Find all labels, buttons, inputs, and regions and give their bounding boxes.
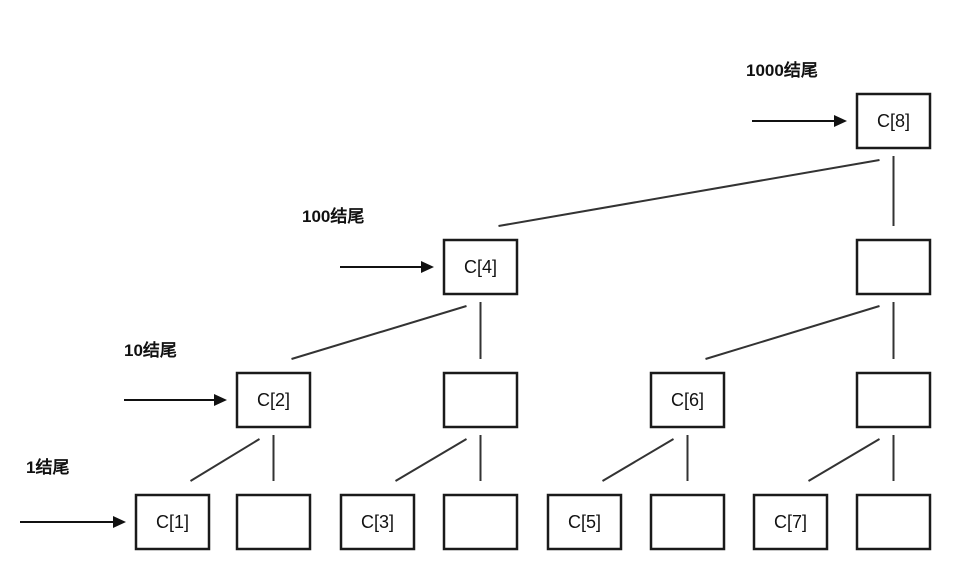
node-c7: C[7] (752, 493, 829, 551)
node-c6: C[6] (649, 371, 726, 429)
node-box (855, 92, 932, 150)
node-box (235, 493, 312, 551)
edges-layer (189, 156, 895, 482)
arrow-head-icon (214, 394, 227, 406)
node-label: C[3] (361, 512, 394, 532)
node-box (546, 493, 623, 551)
tree-edge-r1b-c3 (394, 438, 468, 482)
tree-edge-r1d-c7 (807, 438, 881, 482)
arrow-head-icon (113, 516, 126, 528)
node-label: C[8] (877, 111, 910, 131)
node-box (752, 493, 829, 551)
node-box (649, 493, 726, 551)
node-c2: C[2] (235, 371, 312, 429)
node-box (855, 371, 932, 429)
node-label: C[6] (671, 390, 704, 410)
node-empty-r1b (442, 371, 519, 429)
node-label: C[7] (774, 512, 807, 532)
tree-edge-c4-c2 (291, 305, 467, 360)
level-label-c1: 1结尾 (26, 457, 69, 477)
node-empty-r1d (855, 371, 932, 429)
level-label-c8: 1000结尾 (746, 60, 818, 80)
tree-edge-c8-c4 (498, 159, 880, 227)
node-box (339, 493, 416, 551)
node-label: C[1] (156, 512, 189, 532)
level-label-c4: 100结尾 (302, 206, 364, 226)
tree-edge-c2-c1 (189, 438, 261, 482)
node-label: C[5] (568, 512, 601, 532)
node-empty-r0d (442, 493, 519, 551)
node-empty-r2a (855, 238, 932, 296)
node-c1: C[1] (134, 493, 211, 551)
node-c8: C[8] (855, 92, 932, 150)
node-label: C[2] (257, 390, 290, 410)
node-c3: C[3] (339, 493, 416, 551)
arrow-head-icon (834, 115, 847, 127)
labels-layer: 1000结尾 100结尾 10结尾 1结尾 (26, 60, 818, 477)
node-box (649, 371, 726, 429)
tree-edge-r2a-c6 (705, 305, 880, 360)
node-label: C[4] (464, 257, 497, 277)
node-box (442, 238, 519, 296)
node-box (855, 238, 932, 296)
node-box (855, 493, 932, 551)
arrows-layer (20, 115, 847, 528)
node-empty-r0b (235, 493, 312, 551)
node-box (442, 493, 519, 551)
node-box (235, 371, 312, 429)
node-empty-r0h (855, 493, 932, 551)
node-c5: C[5] (546, 493, 623, 551)
tree-edge-c6-c5 (601, 438, 675, 482)
node-empty-r0f (649, 493, 726, 551)
node-box (134, 493, 211, 551)
arrow-head-icon (421, 261, 434, 273)
node-c4: C[4] (442, 238, 519, 296)
nodes-layer: C[8] C[4] C[2] C[6] C[1] C[3] C[5] C[7] (134, 92, 932, 551)
node-box (442, 371, 519, 429)
level-label-c2: 10结尾 (124, 340, 177, 360)
